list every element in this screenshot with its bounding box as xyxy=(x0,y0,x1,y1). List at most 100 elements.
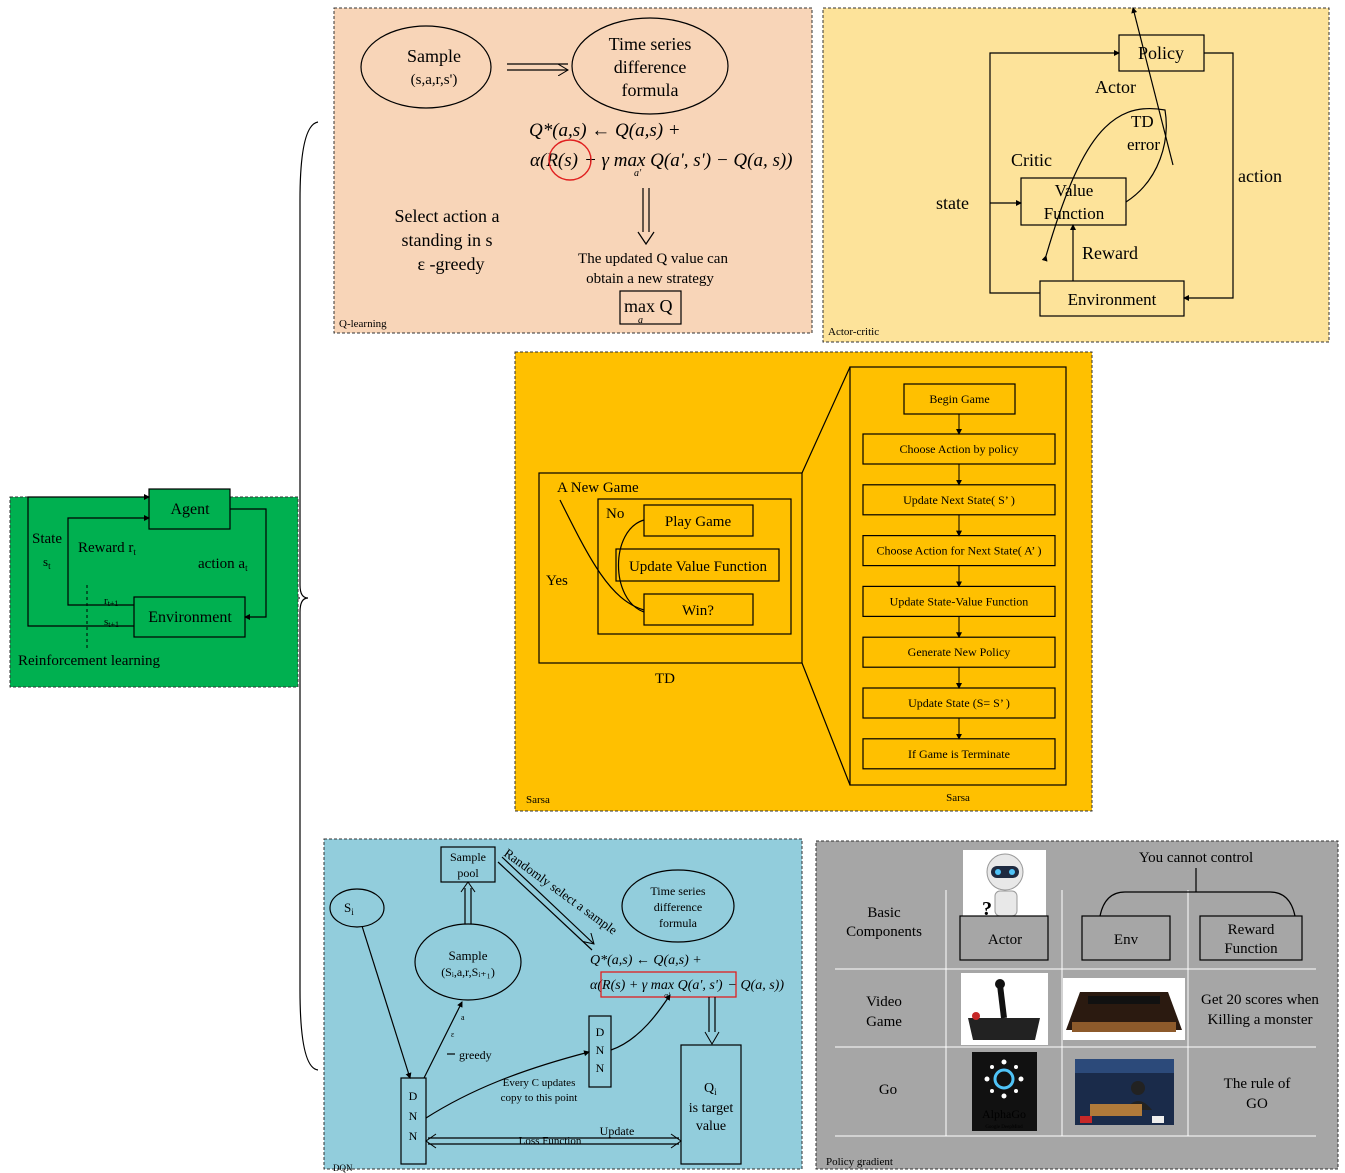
ac-action-label: action xyxy=(1238,166,1282,186)
dqn-q-line2: is target xyxy=(689,1101,734,1116)
ql-updated-line1: The updated Q value can xyxy=(578,251,728,267)
pg-env-box xyxy=(1081,915,1171,961)
rl-r-next-label: rt+1 xyxy=(104,595,118,608)
dqn-panel: Sample pool Randomly select a sample Si … xyxy=(323,838,803,1173)
dqn-random-arrow-1 xyxy=(497,861,593,951)
rl-s-next-label: st+1 xyxy=(104,616,119,629)
ac-actor-label: Actor xyxy=(1095,77,1136,97)
dqn-every-c-line1: Every C updates xyxy=(503,1077,576,1089)
pg-scores-line2: Killing a monster xyxy=(1208,1012,1313,1028)
svg-text:Google DeepMind: Google DeepMind xyxy=(985,1125,1023,1130)
sarsa-step-label: Begin Game xyxy=(929,392,989,406)
dqn-dnn-left-box xyxy=(400,1077,427,1165)
dqn-sample-pool-line1: Sample xyxy=(450,850,486,864)
dqn-dnn-left-1: D xyxy=(409,1089,418,1103)
dqn-copy-arrow xyxy=(425,1050,590,1119)
sarsa-flow-box xyxy=(849,366,1067,786)
dqn-si-ellipse xyxy=(329,888,385,928)
ql-maxq-sub: a xyxy=(638,315,643,326)
pg-you-cannot-control: You cannot control xyxy=(1139,850,1253,866)
dqn-greedy-arrow xyxy=(423,1001,463,1079)
ql-maxq: max Q xyxy=(624,296,673,316)
ql-select-line2: standing in s xyxy=(401,230,492,250)
ac-actor-update-arrow xyxy=(1131,7,1174,166)
actor-critic-panel: Policy Value Function Environment Actor … xyxy=(822,7,1330,343)
dqn-sample-ellipse xyxy=(414,923,522,1001)
ac-critic-label: Critic xyxy=(1011,150,1052,170)
rl-state-sub: st xyxy=(43,554,51,571)
pg-video-line1: Video xyxy=(866,994,902,1010)
grouping-bracket xyxy=(296,121,319,1071)
rl-panel: Agent Environment State st Reward rt act… xyxy=(9,488,299,688)
sarsa-step-box xyxy=(862,738,1056,770)
sarsa-step-label: Choose Action for Next State( A’ ) xyxy=(876,544,1041,558)
sarsa-zoom-line-top xyxy=(801,366,851,474)
ql-select-line3: ε -greedy xyxy=(417,254,484,274)
dqn-caption: DQN xyxy=(333,1163,353,1173)
ac-td-error-curve xyxy=(1041,108,1167,262)
dqn-dnn-right-3: N xyxy=(596,1061,605,1075)
dqn-loss-arrow-left xyxy=(425,1133,437,1149)
dqn-update: Update xyxy=(600,1124,635,1138)
dqn-dnn-right-2: N xyxy=(596,1043,605,1057)
pg-env: Env xyxy=(1114,932,1139,948)
dqn-si-arrow xyxy=(361,925,412,1079)
ql-ts-line1: Time series xyxy=(609,34,692,54)
robot-image: ? xyxy=(963,850,1046,920)
dqn-sample-pool-line2: pool xyxy=(457,866,479,880)
rl-action-arrow xyxy=(230,508,267,620)
dqn-formula-line1: Q*(a,s) ← Q(a,s) + xyxy=(590,953,702,968)
dqn-every-c-line2: copy to this point xyxy=(501,1092,578,1104)
sarsa-flow-caption: Sarsa xyxy=(946,792,970,804)
policy-gradient-panel: You cannot control Basic Components ? Ac… xyxy=(815,840,1339,1170)
pg-actor: Actor xyxy=(988,932,1022,948)
sarsa-new-game: A New Game xyxy=(557,480,639,496)
pg-rule-line2: GO xyxy=(1246,1096,1268,1112)
dqn-dnn-left-2: N xyxy=(409,1109,418,1123)
pg-scores-line1: Get 20 scores when xyxy=(1201,992,1319,1008)
pg-basic-line2: Components xyxy=(846,924,922,940)
ql-sample-line2: (s,a,r,s') xyxy=(411,72,458,88)
dqn-formula-line2: α(R(s) + γ max Q(a', s')− Q(a, s)) xyxy=(590,978,784,993)
pg-reward-line1: Reward xyxy=(1228,922,1275,938)
dqn-si: Si xyxy=(344,900,354,917)
ac-caption: Actor-critic xyxy=(828,326,879,338)
ac-vf-line2: Function xyxy=(1044,204,1105,223)
sarsa-step-label: Update State (S= S’ ) xyxy=(908,696,1010,710)
dqn-ts-line2: difference xyxy=(654,900,702,914)
rl-action-label: action at xyxy=(198,556,248,573)
ac-td-line2: error xyxy=(1127,135,1160,154)
dqn-ts-ellipse xyxy=(621,869,735,943)
pg-reward-line2: Function xyxy=(1224,941,1278,957)
rl-agent-box xyxy=(148,488,231,530)
dqn-loss-arrow-right xyxy=(670,1133,682,1149)
rl-environment-label: Environment xyxy=(148,609,232,626)
dqn-ts-line3: formula xyxy=(659,916,698,930)
ac-state-label: state xyxy=(936,193,969,213)
ql-ts-ellipse xyxy=(571,17,729,115)
sarsa-td-inner-box xyxy=(597,498,792,635)
sarsa-panel: Play Game Update Value Function Win? A N… xyxy=(514,351,1093,812)
ac-td-line1: TD xyxy=(1131,112,1154,131)
ql-maxq-box xyxy=(619,290,682,325)
sarsa-td-outer-box xyxy=(538,472,803,664)
console-image xyxy=(1063,978,1185,1040)
sarsa-step-label: Update Next State( S’ ) xyxy=(903,493,1015,507)
svg-text:?: ? xyxy=(982,898,992,920)
sarsa-win: Win? xyxy=(682,603,714,619)
pg-rule-line1: The rule of xyxy=(1224,1076,1291,1092)
ac-environment-label: Environment xyxy=(1068,290,1157,309)
dqn-q-arrow-head xyxy=(704,1031,720,1045)
pg-reward-box xyxy=(1199,915,1303,961)
dqn-sample-line2: (Sᵢ,a,r,Sᵢ₊₁) xyxy=(441,965,495,979)
ql-formula-line2: α(R(s)+ γ max Q(a', s') − Q(a, s)) xyxy=(530,150,793,171)
sarsa-step-label: Generate New Policy xyxy=(908,645,1011,659)
sarsa-step-label: Update State-Value Function xyxy=(890,594,1029,608)
rl-environment-box xyxy=(133,596,246,638)
sarsa-yes: Yes xyxy=(546,573,568,589)
joystick-image xyxy=(961,973,1048,1045)
rl-state-arrow xyxy=(27,494,150,627)
sarsa-zoom-line-bottom xyxy=(801,662,851,786)
